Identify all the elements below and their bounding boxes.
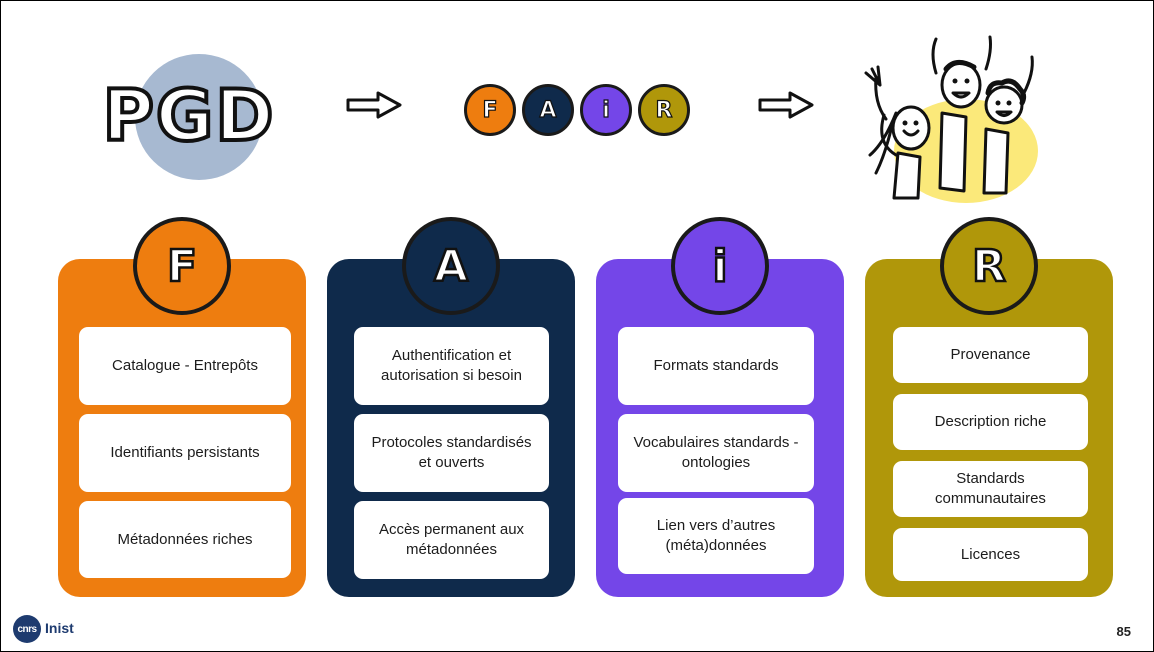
column-f-item-3: Métadonnées riches <box>79 501 291 578</box>
fair-r-circle: R <box>638 84 690 136</box>
column-f-item-1: Catalogue - Entrepôts <box>79 327 291 405</box>
cnrs-logo-icon: cnrs <box>13 615 41 643</box>
column-r-item-3: Standards communautaires <box>893 461 1088 517</box>
pgd-background-blob <box>135 54 263 180</box>
column-i-item-3: Lien vers d’autres (méta)données <box>618 498 814 574</box>
column-r-item-2: Description riche <box>893 394 1088 450</box>
pgd-title: PGD <box>101 73 276 159</box>
right-arrow-icon-2 <box>758 91 814 119</box>
column-r-item-1: Provenance <box>893 327 1088 383</box>
column-i-header-circle: i <box>671 217 769 315</box>
inist-logo-text: Inist <box>45 620 74 636</box>
column-i-item-1: Formats standards <box>618 327 814 405</box>
fair-f-circle: F <box>464 84 516 136</box>
cheering-people-illustration <box>864 35 1038 203</box>
column-f-item-2: Identifiants persistants <box>79 414 291 492</box>
column-f-header-circle: F <box>133 217 231 315</box>
fair-a-circle: A <box>522 84 574 136</box>
column-a-header-circle: A <box>402 217 500 315</box>
column-a-item-3: Accès permanent aux métadonnées <box>354 501 549 579</box>
fair-i-circle: i <box>580 84 632 136</box>
column-r-header-circle: R <box>940 217 1038 315</box>
column-a-item-2: Protocoles standardisés et ouverts <box>354 414 549 492</box>
column-r-item-4: Licences <box>893 528 1088 581</box>
page-number: 85 <box>1116 624 1131 639</box>
column-a-item-1: Authentification et autorisation si beso… <box>354 327 549 405</box>
column-i-item-2: Vocabulaires standards - ontologies <box>618 414 814 492</box>
right-arrow-icon <box>346 91 402 119</box>
